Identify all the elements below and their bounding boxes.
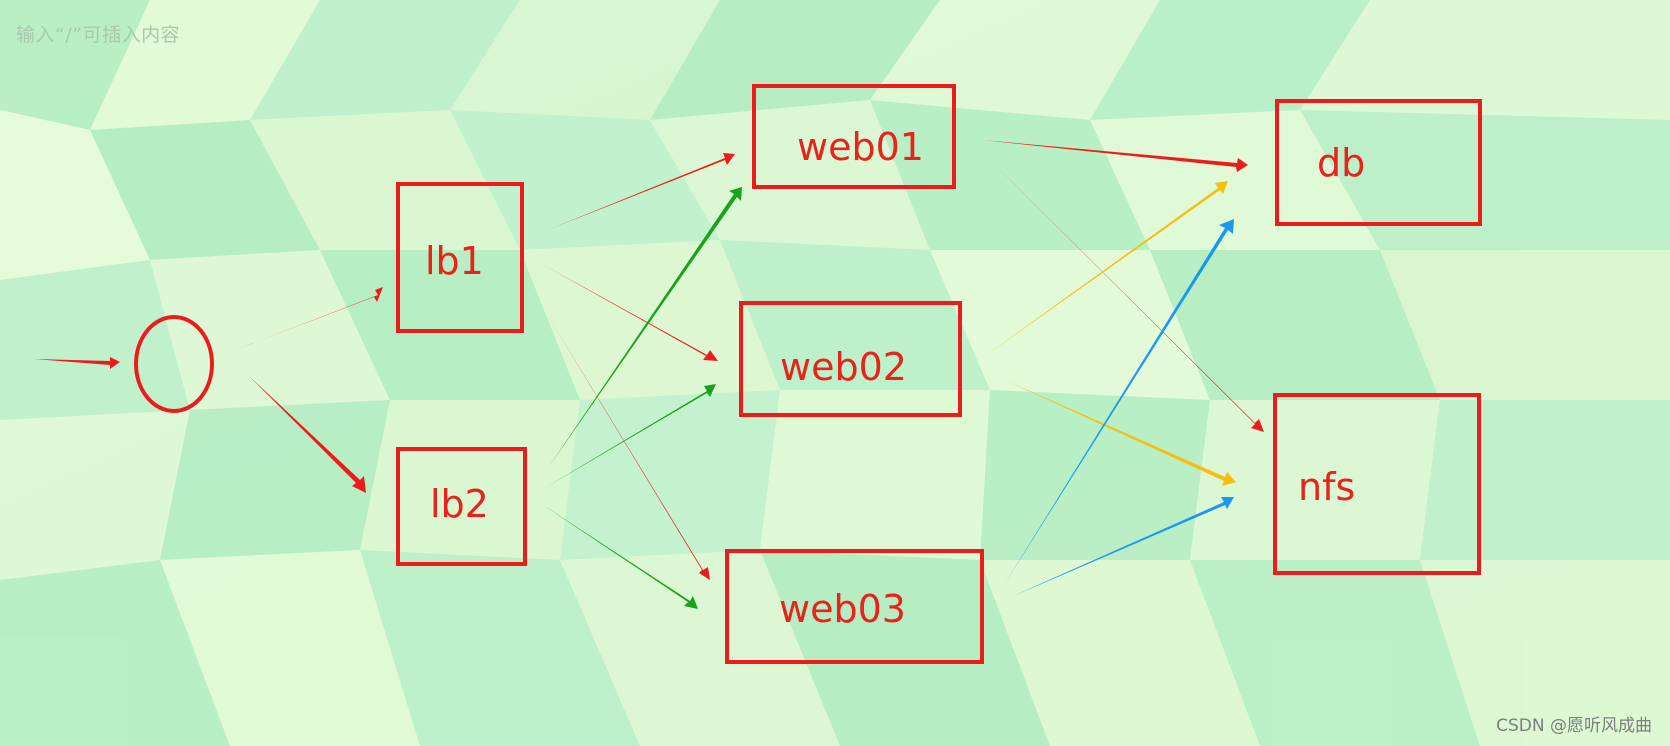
node-nfs-label: nfs xyxy=(1298,465,1355,509)
node-web02-label: web02 xyxy=(780,345,907,389)
arrow-lb2-to-web01 xyxy=(548,187,742,468)
editor-placeholder[interactable]: 输入“/”可插入内容 xyxy=(16,24,181,46)
arrow-web03-to-db xyxy=(1004,219,1234,585)
node-web01: web01 xyxy=(752,84,956,189)
arrow-input-to-circle xyxy=(34,357,120,369)
watermark: CSDN @愿听风成曲 xyxy=(1496,716,1652,736)
arrow-web01-to-nfs xyxy=(988,158,1264,432)
arrow-web02-to-db xyxy=(985,181,1228,356)
node-web02: web02 xyxy=(739,301,962,417)
node-lb1: lb1 xyxy=(396,182,524,333)
node-lb2-label: lb2 xyxy=(430,482,489,526)
node-db-label: db xyxy=(1317,141,1365,185)
arrow-web02-to-nfs xyxy=(1005,380,1236,486)
node-web01-label: web01 xyxy=(797,125,924,169)
node-web01-box xyxy=(752,84,956,189)
node-nfs-box xyxy=(1273,393,1481,575)
connections xyxy=(34,140,1264,609)
node-web02-box xyxy=(739,301,962,417)
entry-circle xyxy=(134,315,214,413)
node-db-box xyxy=(1275,99,1482,226)
node-nfs: nfs xyxy=(1273,393,1481,575)
node-lb1-box xyxy=(396,182,524,333)
node-lb2: lb2 xyxy=(396,447,527,566)
arrow-circle-to-lb2 xyxy=(248,375,366,493)
node-web03: web03 xyxy=(725,549,984,664)
node-db: db xyxy=(1275,99,1482,226)
node-lb2-box xyxy=(396,447,527,566)
node-web03-box xyxy=(725,549,984,664)
node-web03-label: web03 xyxy=(779,587,906,631)
node-lb1-label: lb1 xyxy=(425,239,484,283)
